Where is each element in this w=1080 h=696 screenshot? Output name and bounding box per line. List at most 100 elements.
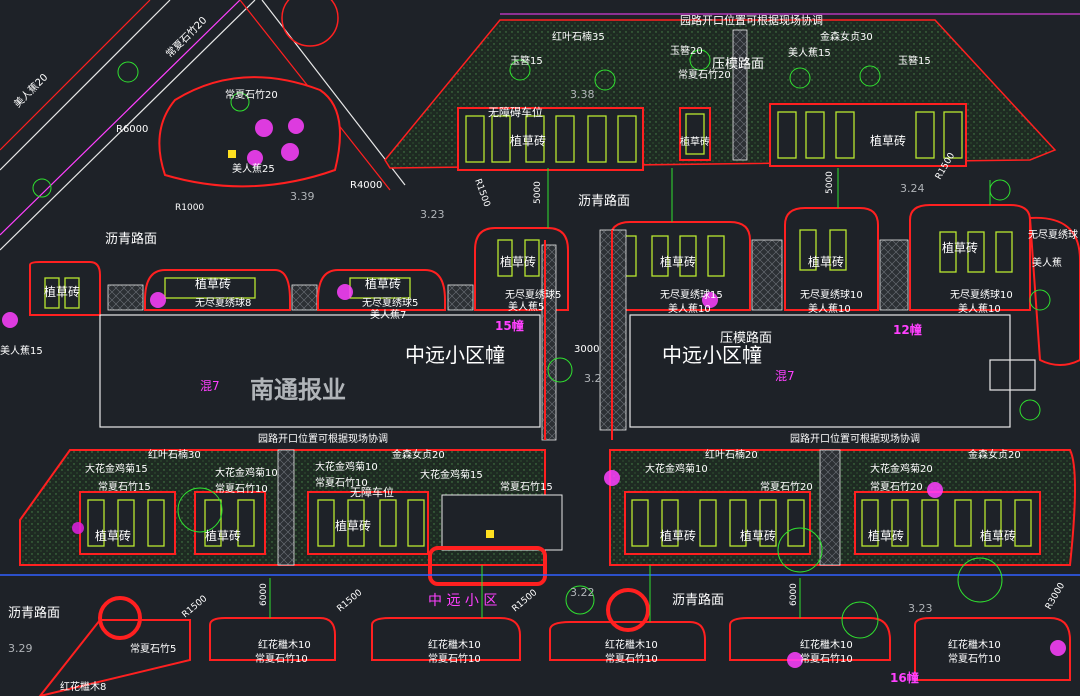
grass-brick-label-2: 植草砖 — [870, 133, 906, 148]
radius-r4000: R4000 — [350, 180, 382, 191]
plant-label: 红花檵木8 — [60, 680, 106, 693]
plant-label: 红叶石楠20 — [705, 448, 758, 461]
level-338: 3.38 — [570, 88, 595, 101]
radius-r1500e: R1500 — [511, 588, 540, 615]
grass-brick-label-8: 植草砖 — [660, 254, 696, 269]
asphalt-label-2: 沥青路面 — [578, 193, 630, 209]
radius-r1500c: R1500 — [181, 594, 210, 621]
no-parking-label-2: 无障车位 — [350, 485, 394, 499]
plant-label: 美人蕉 — [1032, 256, 1062, 269]
plant-label: 无尽夏绣球5 — [362, 296, 418, 309]
plant-label: 常夏石竹10 — [315, 476, 368, 489]
building-label-right: 中远小区幢 — [662, 343, 762, 367]
plant-label: 红叶石楠30 — [148, 448, 201, 461]
mix-right: 混7 — [775, 369, 795, 383]
plant-label: 无尽夏绣球10 — [800, 288, 863, 301]
level-323b: 3.23 — [908, 602, 933, 615]
plant-label: 无尽夏绣球15 — [660, 288, 723, 301]
asphalt-label-3: 沥青路面 — [8, 605, 60, 621]
grass-brick-label-10: 植草砖 — [942, 240, 978, 255]
plant-label: 美人蕉10 — [668, 302, 711, 315]
radius-r1000: R1000 — [175, 203, 204, 213]
plant-label: 常夏石竹20 — [760, 480, 813, 493]
radius-r3000: R3000 — [1044, 581, 1067, 611]
plant-label: 无尽夏绣球 — [1028, 228, 1078, 241]
plant-label: 红花檵木10 — [800, 638, 853, 651]
plant-label: 常夏石竹15 — [500, 480, 553, 493]
plant-label: 大花金鸡菊20 — [870, 462, 933, 475]
tree-symbols — [32, 49, 1051, 639]
plant-label: 红花檵木10 — [428, 638, 481, 651]
grass-brick-label-1: 植草砖 — [510, 133, 546, 148]
plant-label: 常夏石竹5 — [130, 642, 176, 655]
plant-label: 玉簪15 — [510, 54, 543, 67]
bldg-12: 12幢 — [893, 322, 922, 337]
plant-label: 常夏石竹10 — [428, 652, 481, 665]
building-outlines — [99, 314, 1036, 428]
plant-label: 常夏石竹10 — [948, 652, 1001, 665]
bldg-16: 16幢 — [890, 670, 919, 685]
plant-label: 常夏石竹10 — [800, 652, 853, 665]
plant-label: 美人蕉7 — [370, 308, 406, 321]
level-32: 3.2 — [584, 372, 602, 385]
asphalt-label-1: 沥青路面 — [105, 231, 157, 247]
grass-brick-label-13: 植草砖 — [335, 518, 371, 533]
plant-label: 红花檵木10 — [948, 638, 1001, 651]
plant-label: 大花金鸡菊10 — [215, 466, 278, 479]
plant-label: 红花檵木10 — [258, 638, 311, 651]
top-parking-left — [457, 107, 644, 171]
top-note: 园路开口位置可根据现场协调 — [680, 13, 823, 27]
center-column — [541, 229, 627, 441]
plant-label: 大花金鸡菊15 — [85, 462, 148, 475]
plant-label: 常夏石竹10 — [255, 652, 308, 665]
plant-label: 常夏石竹10 — [605, 652, 658, 665]
plant-label: 美人蕉10 — [808, 302, 851, 315]
grass-brick-label-6: 植草砖 — [365, 276, 401, 291]
plant-label: 美人蕉10 — [958, 302, 1001, 315]
community-label: 中 远 小 区 — [428, 593, 497, 609]
level-324: 3.24 — [900, 182, 925, 195]
plant-label: 大花金鸡菊15 — [420, 468, 483, 481]
mix-left: 混7 — [200, 379, 220, 393]
plant-label: 红叶石楠35 — [552, 30, 605, 43]
plant-label: 美人蕉20 — [11, 71, 50, 110]
building-label-left: 中远小区幢 — [405, 343, 505, 367]
plant-label: 金森女贞30 — [820, 30, 873, 43]
asphalt-label-4: 沥青路面 — [672, 592, 724, 608]
dimension-lines — [269, 168, 991, 622]
bottom-planters — [38, 617, 1071, 696]
plant-label: 常夏石竹15 — [98, 480, 151, 493]
top-parking-right — [769, 103, 967, 167]
mid-parking-slots — [44, 229, 1013, 309]
level-329: 3.29 — [8, 642, 33, 655]
plant-label: 常夏石竹10 — [215, 482, 268, 495]
compact-mid-label: 压模路面 — [720, 330, 772, 346]
plant-label: 美人蕉25 — [232, 162, 275, 175]
dim-5000b: 5000 — [825, 171, 835, 194]
level-323a: 3.23 — [420, 208, 445, 221]
no-parking-label: 无障碍车位 — [488, 105, 543, 119]
plant-label: 无尽夏绣球10 — [950, 288, 1013, 301]
plant-label: 美人蕉15 — [0, 344, 43, 357]
tree-highlight-mid — [606, 588, 650, 632]
center-path-top — [732, 29, 748, 161]
tree-circle — [281, 0, 339, 47]
grass-brick-label-9: 植草砖 — [808, 254, 844, 269]
entrance-highlight — [428, 546, 547, 586]
watermark: 南通报业 — [250, 376, 346, 404]
compact-top-label: 压模路面 — [712, 56, 764, 72]
grass-brick-label-3: 植草砖 — [680, 135, 710, 148]
plant-label: 常夏石竹20 — [225, 88, 278, 101]
dim-6000b: 6000 — [789, 583, 799, 606]
grass-brick-label-17: 植草砖 — [980, 528, 1016, 543]
plant-label: 金森女贞20 — [392, 448, 445, 461]
plant-label: 玉簪15 — [898, 54, 931, 67]
plant-label: 大花金鸡菊10 — [645, 462, 708, 475]
plant-label: 金森女贞20 — [968, 448, 1021, 461]
grass-brick-label-5: 植草砖 — [195, 276, 231, 291]
mid-note-right: 园路开口位置可根据现场协调 — [790, 432, 920, 445]
bldg-15: 15幢 — [495, 318, 524, 333]
dim-5000a: 5000 — [533, 181, 543, 204]
plant-label: 常夏石竹20 — [678, 68, 731, 81]
